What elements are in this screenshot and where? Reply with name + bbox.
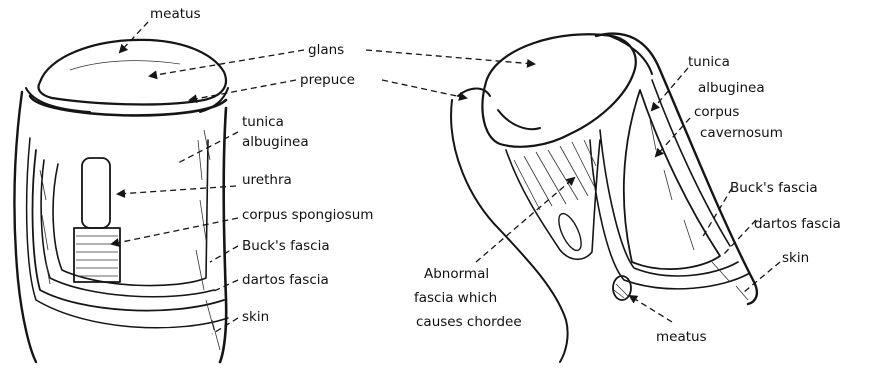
label-urethra: urethra <box>242 172 292 188</box>
labels: meatus glans prepuce tunica albuginea ur… <box>150 6 841 345</box>
label-bucks-right: Buck's fascia <box>730 180 818 196</box>
label-abnormal-3: causes chordee <box>416 314 522 330</box>
label-skin-right: skin <box>782 250 809 266</box>
left-glans <box>39 40 226 105</box>
label-dartos-right: dartos fascia <box>754 216 841 232</box>
label-cavernosum-2: cavernosum <box>700 125 783 141</box>
leader-meatus-top <box>120 22 148 52</box>
leader-cavernosum <box>656 118 690 156</box>
label-glans: glans <box>308 42 344 58</box>
right-fascia-hatching <box>650 120 748 300</box>
left-normal-drawing <box>15 40 228 362</box>
right-skin-outline-right <box>596 34 757 304</box>
left-tunica <box>53 140 208 286</box>
label-tunica-right-2: albuginea <box>698 80 765 96</box>
label-tunica-left-2: albuginea <box>242 134 309 150</box>
leader-meatus-bottom <box>630 296 672 322</box>
left-skin-hatching <box>206 300 220 350</box>
label-bucks-left: Buck's fascia <box>242 238 330 254</box>
leader-urethra <box>118 186 236 194</box>
leader-tunica-right <box>652 68 688 110</box>
leader-bucks-right <box>702 188 732 238</box>
left-skin-outline-right <box>220 108 226 362</box>
right-abnormal-hatching <box>514 140 596 210</box>
left-glans-highlight <box>70 61 180 70</box>
left-dartos-band <box>33 150 224 311</box>
right-prepuce <box>458 36 652 96</box>
left-spongiosum-hatching <box>76 236 118 276</box>
label-corpus-spongiosum: corpus spongiosum <box>242 207 373 223</box>
label-meatus-top: meatus <box>150 6 201 22</box>
label-abnormal-2: fascia which <box>414 290 497 306</box>
right-glans <box>482 34 635 147</box>
label-prepuce: prepuce <box>300 72 355 88</box>
leader-lines <box>112 22 780 334</box>
leader-dartos-right <box>724 220 756 254</box>
leader-prepuce-left <box>190 80 296 100</box>
label-tunica-left-1: tunica <box>242 114 284 130</box>
leader-corpus-spongiosum <box>112 218 238 244</box>
leader-prepuce-right <box>382 80 466 98</box>
leader-skin-right <box>744 262 780 292</box>
label-tunica-right-1: tunica <box>688 54 730 70</box>
label-dartos-left: dartos fascia <box>242 272 329 288</box>
leader-glans-right <box>366 50 534 64</box>
label-abnormal-1: Abnormal <box>424 266 489 282</box>
left-urethra <box>82 158 110 228</box>
right-urethral-groove <box>554 210 585 253</box>
right-glans-notch <box>498 110 540 129</box>
label-skin-left: skin <box>242 309 269 325</box>
label-meatus-bottom: meatus <box>656 329 707 345</box>
label-cavernosum-1: corpus <box>694 104 739 120</box>
